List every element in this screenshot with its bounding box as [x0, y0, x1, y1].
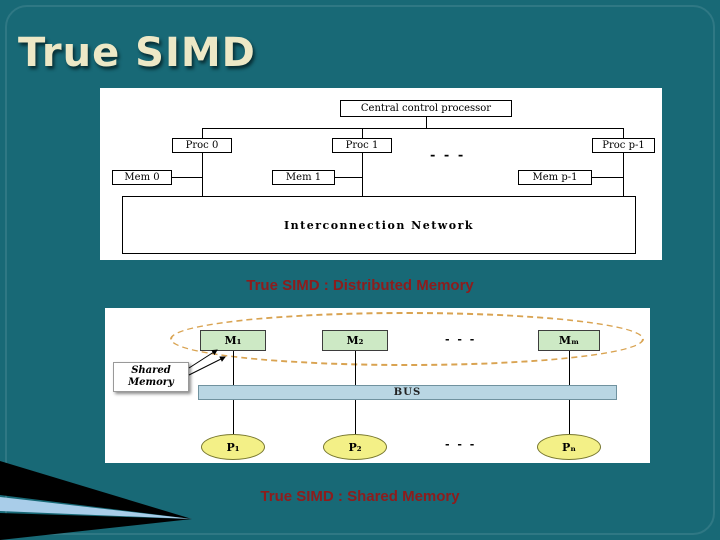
connector-line: [569, 400, 570, 434]
connector-line: [172, 177, 202, 178]
proc-box: Proc p-1: [592, 138, 655, 153]
distributed-caption: True SIMD : Distributed Memory: [246, 277, 474, 294]
shared-memory-label: Shared Memory: [113, 362, 189, 392]
central-control-processor-box: Central control processor: [340, 100, 512, 117]
mem-box: Mem 1: [272, 170, 335, 185]
distributed-memory-figure: Central control processor Proc 0 Proc 1 …: [100, 88, 662, 260]
connector-line: [202, 128, 203, 138]
processor-node: P₂: [323, 434, 387, 460]
connector-line: [233, 400, 234, 434]
ellipsis-dots: - - -: [445, 333, 477, 346]
connector-line: [202, 128, 623, 129]
connector-line: [426, 117, 427, 128]
connector-line: [202, 153, 203, 196]
processor-node: P₁: [201, 434, 265, 460]
corner-swoosh-decoration: [0, 461, 192, 540]
mem-box: Mem p-1: [518, 170, 592, 185]
shared-memory-cloud: [170, 312, 644, 366]
mem-box: Mem 0: [112, 170, 172, 185]
shared-memory-figure: M₁ M₂ Mₘ - - - Shared Memory BUS P₁ P₂ P…: [105, 308, 650, 463]
connector-line: [569, 351, 570, 385]
processor-node: Pₙ: [537, 434, 601, 460]
ellipsis-dots: - - -: [445, 438, 477, 451]
connector-line: [623, 128, 624, 138]
connector-line: [233, 351, 234, 385]
connector-line: [592, 177, 623, 178]
connector-line: [355, 400, 356, 434]
page-title: True SIMD: [18, 30, 256, 76]
connector-line: [362, 128, 363, 138]
memory-module-box: M₂: [322, 330, 388, 351]
interconnection-network-box: Interconnection Network: [122, 196, 636, 254]
connector-line: [623, 153, 624, 196]
ellipsis-dots: - - -: [430, 148, 466, 163]
connector-line: [355, 351, 356, 385]
memory-module-box: M₁: [200, 330, 266, 351]
proc-box: Proc 0: [172, 138, 232, 153]
connector-line: [335, 177, 362, 178]
bus-bar: BUS: [198, 385, 617, 400]
proc-box: Proc 1: [332, 138, 392, 153]
shared-caption: True SIMD : Shared Memory: [260, 488, 460, 505]
connector-line: [362, 153, 363, 196]
memory-module-box: Mₘ: [538, 330, 600, 351]
